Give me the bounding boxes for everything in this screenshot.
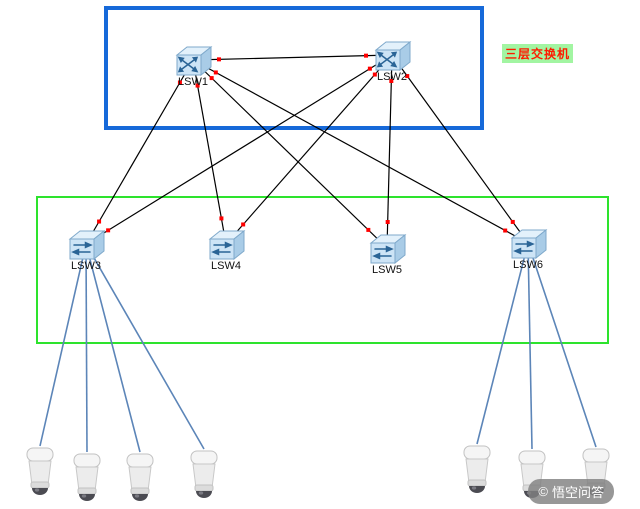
port-status-dot (385, 220, 390, 225)
device-cam2[interactable] (69, 452, 105, 509)
link-lsw1-lsw5 (192, 59, 388, 249)
device-label: LSW6 (513, 259, 543, 271)
port-status-dot (213, 70, 218, 75)
link-lsw6-cam6 (527, 242, 533, 450)
link-lsw6-cam5 (476, 242, 529, 445)
device-lsw6[interactable]: LSW6 (506, 227, 550, 271)
link-lsw2-lsw4 (225, 54, 393, 245)
port-status-dot (177, 80, 182, 85)
link-lsw3-cam2 (85, 243, 88, 453)
port-status-dot (364, 53, 369, 58)
port-status-dot (503, 228, 508, 233)
link-lsw6-cam7 (527, 242, 597, 448)
layer2-switch-icon (206, 228, 246, 261)
dome-camera-icon (73, 453, 101, 501)
device-cam3[interactable] (122, 452, 158, 509)
device-label: LSW2 (377, 71, 407, 83)
link-lsw2-lsw6 (391, 54, 529, 244)
dome-camera-icon (463, 445, 491, 493)
link-lsw1-lsw6 (192, 59, 529, 244)
link-lsw3-cam1 (39, 243, 87, 447)
port-status-dot (241, 222, 246, 227)
link-lsw3-cam4 (85, 243, 205, 450)
device-label: LSW5 (372, 264, 402, 276)
port-status-dot (216, 57, 221, 62)
link-lsw2-lsw3 (85, 54, 393, 245)
dome-camera-icon (190, 450, 218, 498)
port-status-dot (209, 76, 214, 81)
layer3-switch-group-box (104, 6, 484, 130)
watermark-text: 悟空问答 (551, 485, 604, 500)
device-lsw2[interactable]: LSW2 (370, 39, 414, 83)
port-status-dot (195, 83, 200, 88)
layer2-switch-icon (367, 232, 407, 265)
device-lsw5[interactable]: LSW5 (365, 232, 409, 276)
layer2-switch-icon (508, 227, 548, 260)
device-cam1[interactable] (22, 446, 58, 504)
device-lsw4[interactable]: LSW4 (204, 228, 248, 272)
port-status-dot (97, 219, 102, 224)
device-label: LSW1 (178, 76, 208, 88)
watermark-badge: © 悟空问答 (528, 479, 614, 504)
link-lsw1-lsw3 (85, 59, 194, 245)
layer3-switch-annotation: 三层交换机 (502, 44, 574, 63)
device-label: LSW4 (211, 260, 241, 272)
dome-camera-icon (126, 453, 154, 501)
copyright-icon: © (538, 484, 548, 499)
port-status-dot (372, 72, 377, 77)
port-status-dot (389, 78, 394, 83)
port-status-dot (219, 216, 224, 221)
port-status-dot (510, 219, 515, 224)
device-lsw1[interactable]: LSW1 (171, 44, 215, 88)
device-cam5[interactable] (459, 444, 495, 502)
port-status-dot (366, 227, 371, 232)
link-lsw1-lsw2 (192, 54, 393, 61)
device-cam4[interactable] (186, 449, 222, 507)
layer3-switch-icon (372, 39, 412, 72)
device-label: LSW3 (71, 260, 101, 272)
link-lsw1-lsw4 (192, 59, 227, 245)
link-lsw2-lsw5 (386, 54, 393, 249)
device-lsw3[interactable]: LSW3 (64, 228, 108, 272)
port-status-dot (367, 66, 372, 71)
port-status-dot (106, 228, 111, 233)
access-switch-group-box (36, 196, 609, 344)
layer2-switch-icon (66, 228, 106, 261)
layer3-switch-icon (173, 44, 213, 77)
port-status-dot (405, 74, 410, 79)
dome-camera-icon (26, 447, 54, 495)
link-lsw3-cam3 (85, 243, 141, 453)
